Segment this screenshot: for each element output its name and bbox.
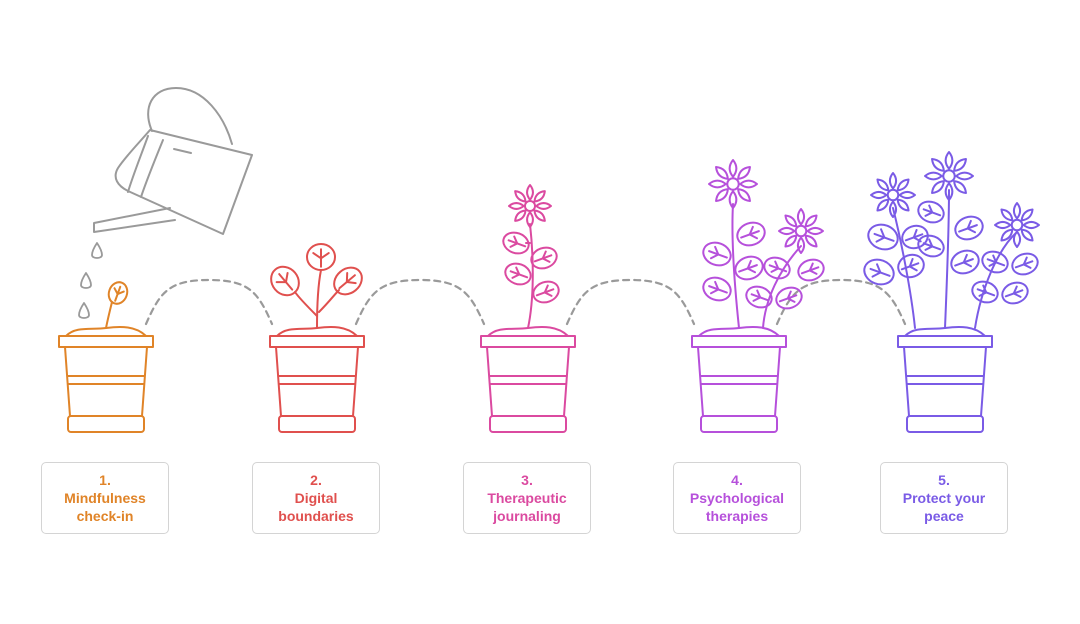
plant-3 [502,184,560,329]
water-drop-icon [91,242,103,259]
step-4-title-line1: Psychological [689,490,785,506]
step-2-title-line2: boundaries [278,508,354,524]
step-2-label: 2. Digital boundaries [252,462,380,534]
step-2-title-line1: Digital [294,490,338,506]
pot-4 [691,326,787,433]
plant-2 [270,243,363,329]
water-drop-icon [80,272,92,289]
step-4-number: 4. [731,472,743,488]
connector-1 [144,278,274,326]
step-4-title-line2: therapies [705,508,769,524]
step-1-number: 1. [99,472,111,488]
connector-4 [775,278,907,326]
watering-can-icon [93,87,253,235]
step-3-title-line1: Therapeutic [487,490,567,506]
step-5-number: 5. [938,472,950,488]
step-1-label: 1. Mindfulness check-in [41,462,169,534]
water-drops [78,242,103,319]
step-5-label: 5. Protect your peace [880,462,1008,534]
pot-3 [480,326,576,433]
step-4-label: 4. Psychological therapies [673,462,801,534]
step-1-title-line2: check-in [76,508,134,524]
step-3-label: 3. Therapeutic journaling [463,462,591,534]
connector-3 [565,278,696,326]
plants [105,151,1040,329]
step-2-number: 2. [310,472,322,488]
plant-4 [702,159,825,329]
step-5-title-line1: Protect your [902,490,986,506]
step-5-title-line2: peace [924,508,964,524]
connector-2 [354,278,486,326]
step-1-title-line1: Mindfulness [64,490,146,506]
pots [58,326,993,433]
step-3-title-line2: journaling [493,508,561,524]
pot-5 [897,326,993,433]
pot-2 [269,326,365,433]
water-drop-icon [78,302,90,319]
pot-1 [58,326,154,433]
plant-1 [105,281,129,329]
plant-5 [863,151,1040,329]
step-3-number: 3. [521,472,533,488]
